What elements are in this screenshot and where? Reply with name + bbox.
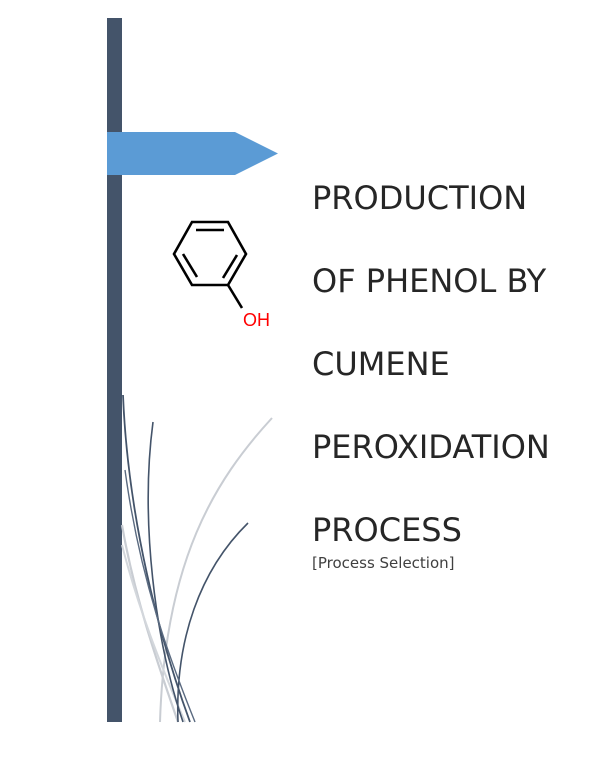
decorative-curves	[100, 380, 300, 725]
title-block: PRODUCTION OF PHENOL BY CUMENE PEROXIDAT…	[312, 136, 592, 573]
title-line-5: PROCESS	[312, 510, 462, 549]
document-subtitle: [Process Selection]	[312, 554, 455, 572]
arrow-banner-shape	[107, 132, 278, 175]
title-line-4: PEROXIDATION	[312, 427, 550, 466]
document-title: PRODUCTION OF PHENOL BY CUMENE PEROXIDAT…	[312, 136, 592, 551]
phenol-structure-image: OH	[170, 215, 285, 335]
hydroxyl-label: OH	[243, 310, 270, 330]
title-line-2: OF PHENOL BY	[312, 261, 547, 300]
vertical-accent-bar	[107, 18, 122, 722]
title-line-3: CUMENE	[312, 344, 450, 383]
title-line-1: PRODUCTION	[312, 178, 528, 217]
